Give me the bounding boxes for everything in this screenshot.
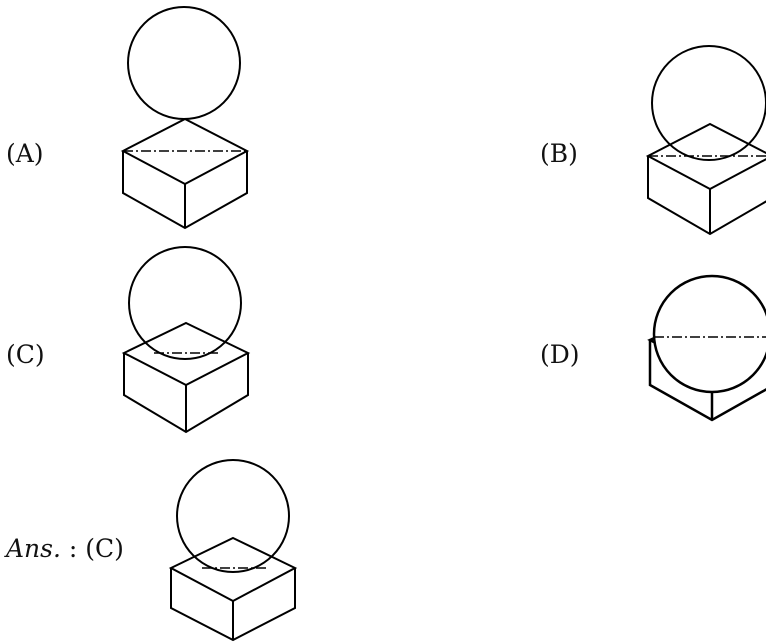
option-b-label: (B): [540, 139, 578, 168]
answer-value: (C): [85, 534, 124, 563]
cube-top-face: [171, 538, 295, 601]
option-a-figure: [108, 0, 258, 240]
sphere: [654, 276, 766, 392]
sphere: [128, 7, 240, 119]
answer-separator: :: [60, 534, 86, 563]
answer-line: Ans. : (C): [6, 536, 124, 561]
option-c-label: (C): [6, 340, 45, 369]
option-b-figure: [640, 0, 766, 240]
cube-top-face: [124, 323, 248, 385]
sphere: [177, 460, 289, 572]
answer-figure: [162, 458, 302, 643]
option-d-label: (D): [540, 340, 580, 369]
sphere: [652, 46, 766, 160]
option-d-figure: [640, 270, 766, 470]
option-a-label: (A): [6, 139, 44, 168]
sphere: [129, 247, 241, 359]
option-c-figure: [108, 245, 258, 445]
answer-prefix: Ans.: [6, 534, 61, 563]
